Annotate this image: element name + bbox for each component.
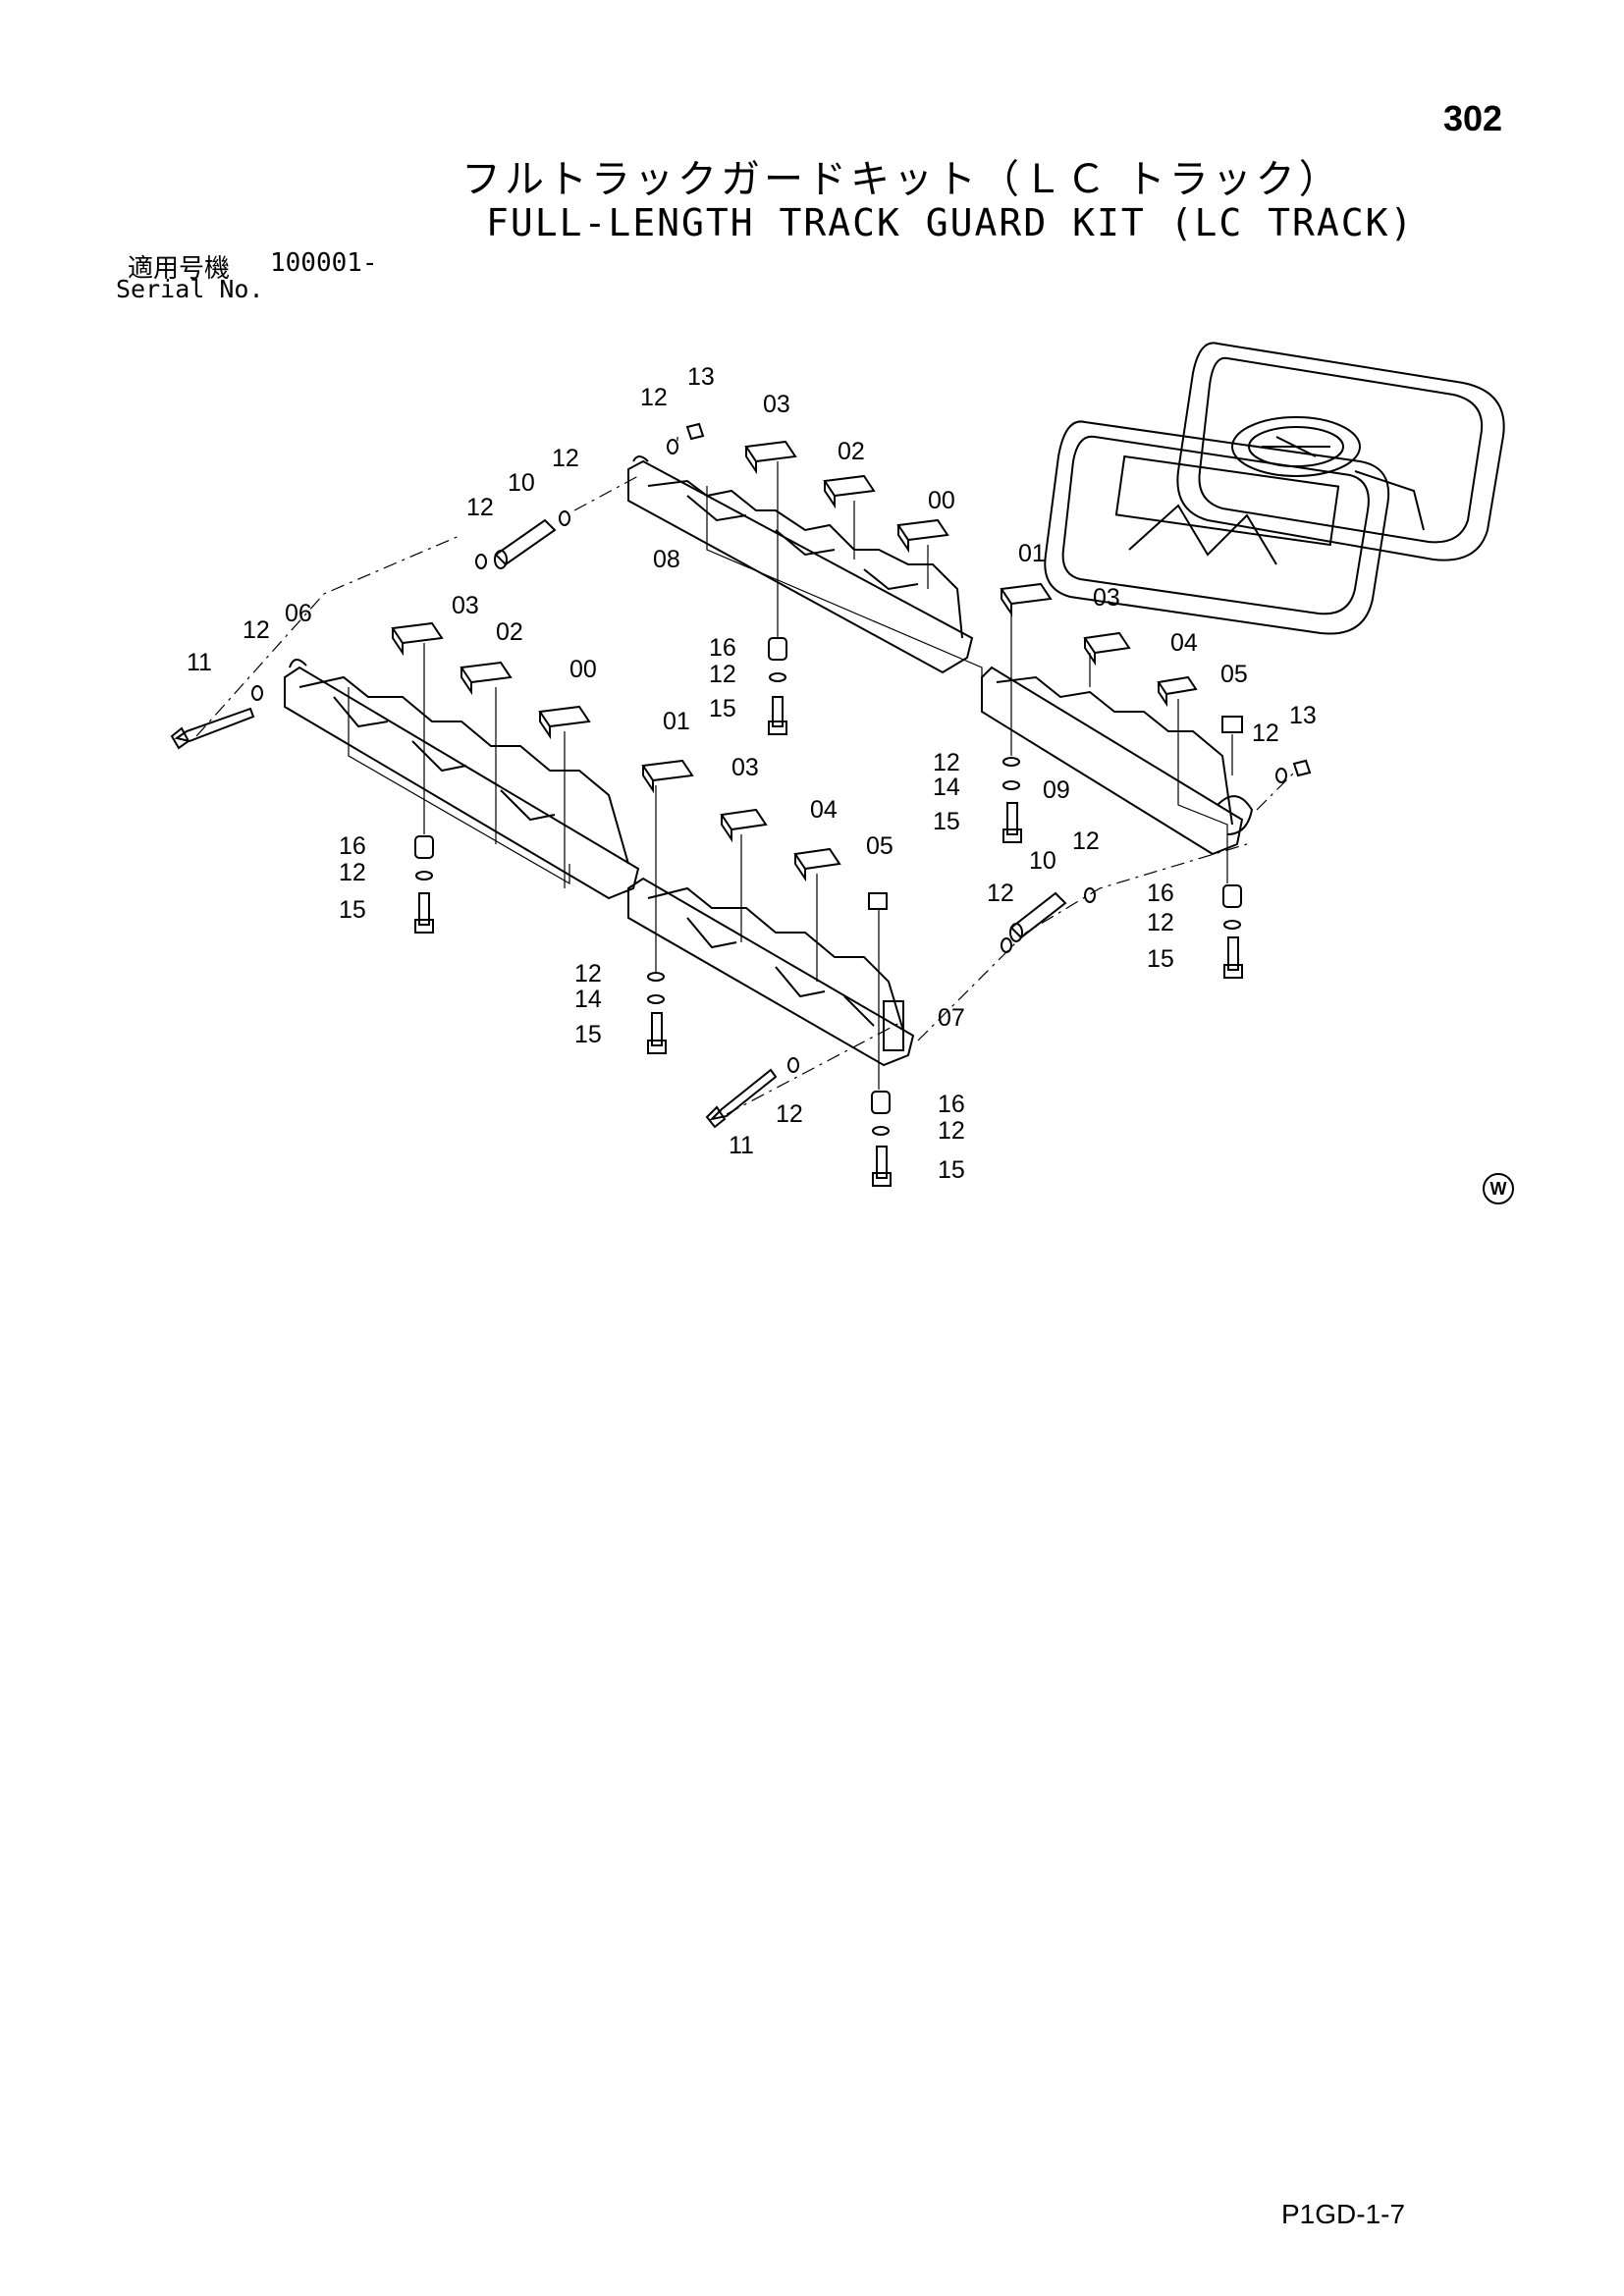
- callout-12-bolt-lower: 12: [776, 1100, 803, 1128]
- callout-12-top: 12: [640, 384, 668, 411]
- spacer-blocks: [391, 440, 1243, 910]
- leader-lines: [195, 437, 1297, 1115]
- callout-12-mid-right: 12: [933, 749, 960, 776]
- upper-track-guard-front: [627, 455, 974, 674]
- callout-14-mid-right: 14: [933, 774, 960, 801]
- callout-15-mid-right: 15: [933, 808, 960, 835]
- callout-08: 08: [653, 546, 680, 573]
- callout-12-right-stack: 12: [1147, 909, 1174, 936]
- callout-02-left: 02: [496, 618, 523, 646]
- callout-15-center: 15: [709, 695, 736, 722]
- callout-03-lower: 03: [731, 754, 759, 781]
- callout-03-right: 03: [1093, 584, 1120, 612]
- callout-15-bottom: 15: [938, 1156, 965, 1184]
- title-japanese: フルトラックガードキット（ＬＣ トラック）: [461, 157, 1342, 202]
- serial-label-japanese: 適用号機: [128, 254, 231, 284]
- callout-03-top: 03: [763, 391, 790, 418]
- callout-05-lower: 05: [866, 832, 893, 860]
- callout-13-top: 13: [687, 363, 715, 391]
- callout-16-right: 16: [1147, 880, 1174, 907]
- callout-05-right: 05: [1220, 661, 1248, 688]
- callout-labels: 13 12 03 02 00 12 10 12 08 01 03 04 05 0…: [187, 363, 1317, 1184]
- callout-16-left: 16: [339, 832, 366, 860]
- page-number: 302: [1443, 98, 1503, 138]
- callout-12-left-stack: 12: [339, 859, 366, 886]
- callout-12-lower-stack: 12: [574, 960, 602, 988]
- callout-14-lower-stack: 14: [574, 986, 602, 1013]
- callout-13-right: 13: [1289, 702, 1317, 729]
- callout-16-bottom: 16: [938, 1091, 965, 1118]
- callout-12-center: 12: [709, 661, 736, 688]
- callout-10-lower: 10: [1029, 847, 1056, 875]
- callout-15-lower-stack: 15: [574, 1021, 602, 1048]
- callout-12-pin-top: 12: [552, 445, 579, 472]
- callout-04-right: 04: [1170, 629, 1198, 657]
- serial-value: 100001-: [270, 248, 378, 278]
- callout-16-center: 16: [709, 634, 736, 662]
- callout-12-lower-right: 12: [1072, 828, 1100, 855]
- callout-11-left: 11: [187, 649, 212, 676]
- callout-00-left: 00: [569, 656, 597, 683]
- upper-track-guard-rear: [981, 666, 1254, 856]
- callout-06: 06: [285, 600, 312, 627]
- w-mark-icon: W: [1483, 1173, 1514, 1204]
- callout-00-top: 00: [928, 487, 955, 514]
- callout-12-lower-pin: 12: [987, 880, 1014, 907]
- callout-10-top: 10: [508, 469, 535, 497]
- callout-09: 09: [1043, 776, 1070, 804]
- pins-bolts-nuts: [170, 422, 1312, 1129]
- footer-code: P1GD-1-7: [1281, 2199, 1406, 2229]
- lower-track-guard-rear: [627, 877, 915, 1067]
- callout-15-right: 15: [1147, 945, 1174, 973]
- callout-02-top: 02: [838, 438, 865, 465]
- callout-01-right: 01: [1018, 540, 1046, 567]
- callout-12-left: 12: [243, 616, 270, 644]
- callout-03-left: 03: [452, 592, 479, 619]
- washers: [251, 439, 1287, 1136]
- callout-12-pin-left: 12: [466, 494, 494, 521]
- title-english: FULL-LENGTH TRACK GUARD KIT (LC TRACK): [486, 201, 1415, 244]
- callout-11-lower: 11: [729, 1132, 754, 1159]
- callout-04-lower: 04: [810, 796, 838, 824]
- callout-01-lower: 01: [663, 708, 690, 735]
- callout-15-left: 15: [339, 896, 366, 924]
- undercarriage-overview-illustration: [1044, 342, 1505, 635]
- callout-12-right: 12: [1252, 720, 1279, 747]
- callout-07: 07: [938, 1004, 965, 1032]
- serial-label-english: Serial No.: [116, 275, 264, 303]
- callout-12-bottom: 12: [938, 1117, 965, 1145]
- lower-track-guard-front: [284, 659, 640, 900]
